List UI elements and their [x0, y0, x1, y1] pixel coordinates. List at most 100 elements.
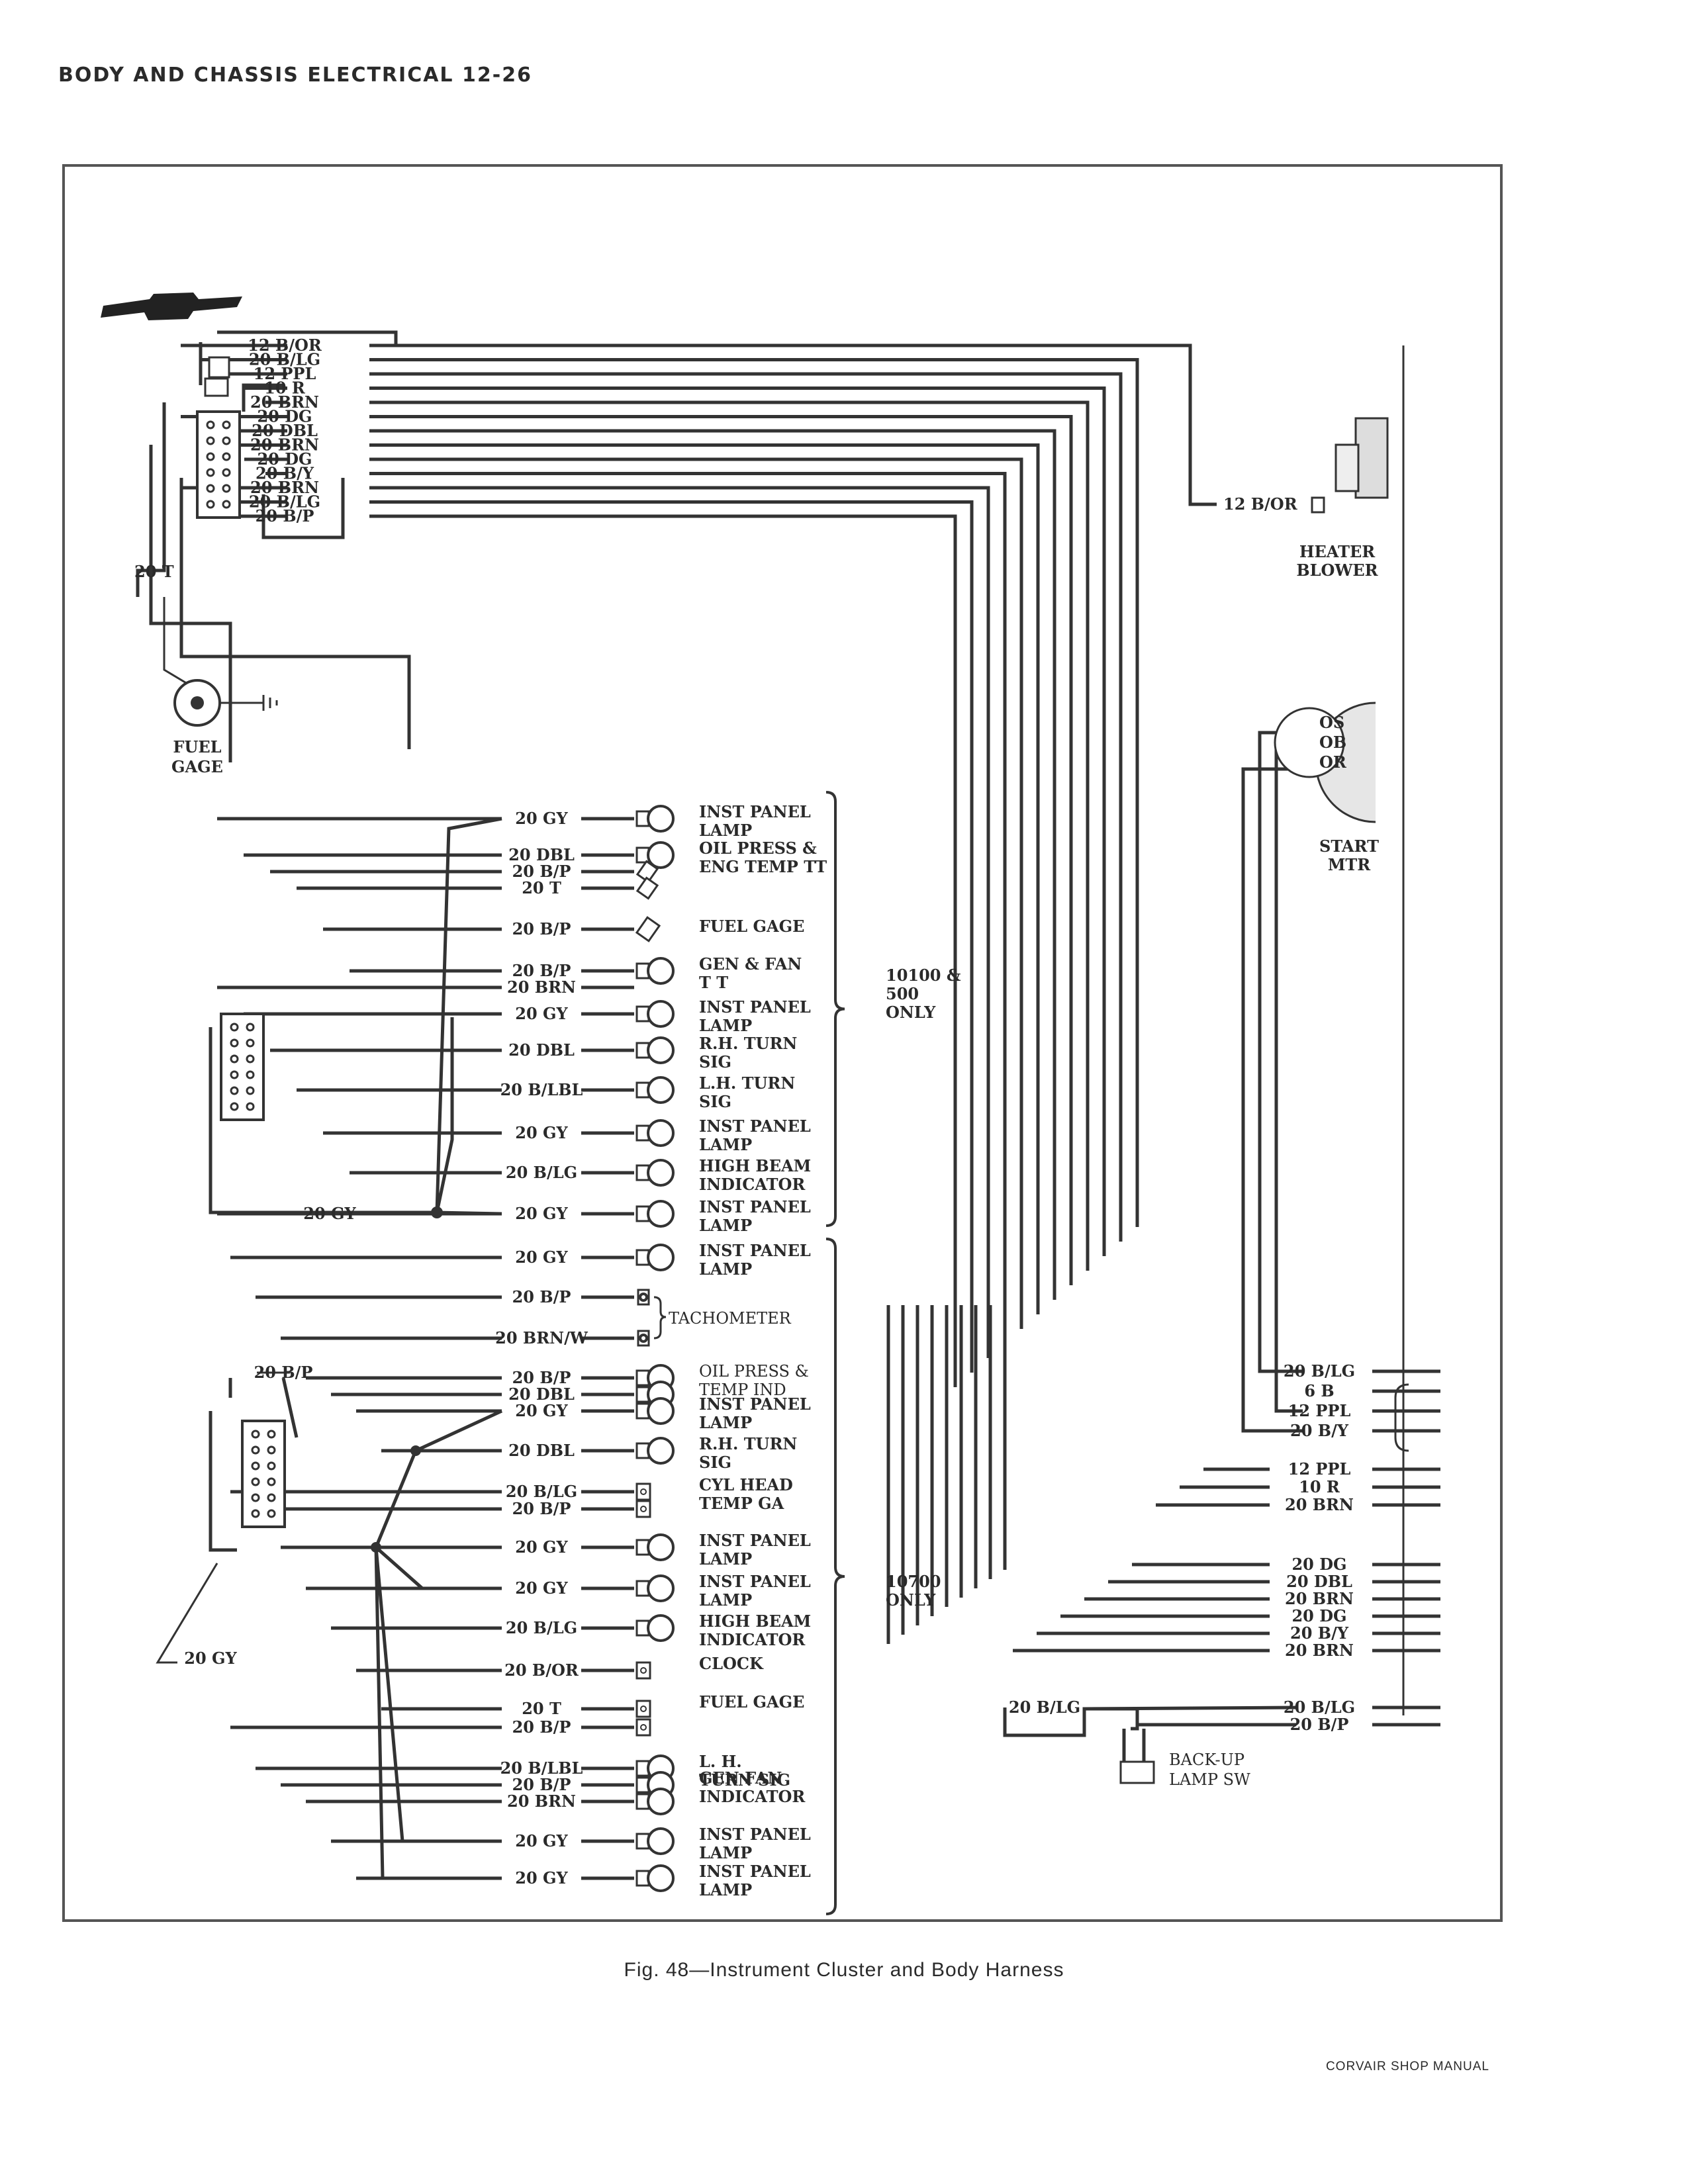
clusterA-connector	[220, 1013, 265, 1121]
clusterA-connector-pin	[230, 1070, 239, 1079]
clusterB-connector-pin	[267, 1445, 276, 1455]
clusterB-wire-label-7: 20 B/LG	[506, 1482, 577, 1501]
clusterA-connector-pin	[230, 1086, 239, 1095]
figure-caption: Fig. 48—Instrument Cluster and Body Harn…	[624, 1959, 1064, 1981]
backup-lamp-switch-icon	[1119, 1760, 1155, 1784]
top-cluster-connector-pin	[222, 468, 231, 477]
clusterB-part-11-1: INDICATOR	[699, 1630, 806, 1649]
right-wire-label-8: 20 DBL	[1286, 1572, 1352, 1591]
clusterB-terminal-pin-12	[640, 1667, 647, 1674]
clusterB-connector-pin	[267, 1509, 276, 1518]
clusterA-connector-pin	[230, 1102, 239, 1111]
clusterB-wire-label-14: 20 B/P	[512, 1717, 571, 1737]
clusterA-bulb-0	[647, 805, 675, 833]
clusterA-connector-pin	[230, 1054, 239, 1064]
heater-blower-label-line-0: HEATER	[1299, 542, 1376, 561]
clusterB-splice-a	[410, 1445, 421, 1456]
clusterB-part-5-0: INST PANEL	[699, 1394, 811, 1414]
clusterA-connector-pin	[246, 1086, 255, 1095]
top-loop-b	[149, 445, 232, 762]
clusterB-connector-pin	[267, 1461, 276, 1471]
clusterA-ground-bus-b	[435, 1210, 502, 1216]
clusterB-part-15-1: TURN SIG	[699, 1770, 790, 1790]
clusterB-link-a	[228, 1377, 299, 1438]
clusterA-wire-label-4: 20 B/P	[512, 919, 571, 938]
clusterB-part-9-0: INST PANEL	[699, 1531, 811, 1550]
clusterB-part-16-1: INDICATOR	[699, 1787, 806, 1806]
top-loop-c	[179, 478, 411, 749]
top-cluster-connector-pin	[206, 452, 215, 461]
clusterB-bulb-5	[647, 1397, 675, 1425]
clusterB-part-3-1: TEMP IND	[699, 1381, 786, 1399]
clusterA-connector-pin	[246, 1070, 255, 1079]
top-cluster-connector-pin	[206, 500, 215, 509]
right-wire-label-9: 20 BRN	[1285, 1589, 1354, 1608]
top-wire-label-11: 20 B/LG	[249, 492, 320, 512]
backup-switch-leads	[1122, 1729, 1146, 1762]
clusterB-wire-label-19: 20 GY	[515, 1868, 568, 1888]
heater-feed-wire	[369, 343, 1217, 506]
clusterB-connector-pin	[251, 1477, 260, 1486]
clusterB-part-15-0: L. H.	[699, 1752, 742, 1771]
clusterA-part-8-line-1: SIG	[699, 1052, 731, 1071]
top-wire-label-5: 20 DG	[257, 407, 312, 426]
clusterA-bulb-5	[647, 957, 675, 985]
clusterA-connector-pin	[230, 1023, 239, 1032]
clusterB-wire-label-11: 20 B/LG	[506, 1618, 577, 1637]
clusterB-left-label-bp: 20 B/P	[254, 1363, 313, 1382]
clusterA-bulb-1	[647, 841, 675, 869]
clusterA-wire-label-11: 20 B/LG	[506, 1163, 577, 1182]
clusterB-connector-pin	[251, 1509, 260, 1518]
clusterB-wire-label-13: 20 T	[522, 1699, 561, 1718]
clusterB-ground-taps	[374, 1409, 503, 1880]
clusterA-part-11-line-1: INDICATOR	[699, 1175, 806, 1194]
clusterB-part-10-0: INST PANEL	[699, 1572, 811, 1591]
clusterA-bulb-12	[647, 1200, 675, 1228]
clusterB-part-0-1: LAMP	[699, 1259, 752, 1279]
right-wire-label-7: 20 DG	[1291, 1555, 1346, 1574]
clusterB-bulb-19	[647, 1864, 675, 1892]
clusterB-part-18-0: INST PANEL	[699, 1825, 811, 1844]
clusterB-part-19-1: LAMP	[699, 1880, 752, 1899]
clusterB-connector-pin	[267, 1430, 276, 1439]
clusterA-part-1-line-0: OIL PRESS &	[699, 839, 817, 858]
clusterB-wire-label-17: 20 BRN	[507, 1792, 576, 1811]
clusterA-brace-label-line-1: 500	[886, 984, 919, 1003]
top-wire-label-10: 20 BRN	[250, 478, 319, 497]
clusterB-bulb-0	[647, 1244, 675, 1271]
clusterB-connector-pin	[251, 1430, 260, 1439]
clusterB-part-13-0: FUEL GAGE	[699, 1692, 804, 1711]
clusterB-left-label-gy: 20 GY	[184, 1649, 237, 1668]
clusterB-part-11-0: HIGH BEAM	[699, 1612, 811, 1631]
clusterA-part-11-line-0: HIGH BEAM	[699, 1156, 811, 1175]
backup-wire-label: 20 B/LG	[1009, 1698, 1080, 1717]
clusterB-brace-label-line-0: 10700	[886, 1572, 941, 1591]
clusterB-tach-terminal-2-pin	[639, 1334, 648, 1343]
clusterB-terminal-pin-13	[640, 1706, 647, 1712]
starter-terminal-B: OB	[1319, 733, 1346, 752]
clusterB-part-18-1: LAMP	[699, 1843, 752, 1862]
clusterB-connector-pin	[267, 1493, 276, 1502]
heater-blower-motor-icon	[1354, 417, 1389, 499]
top-wire-label-2: 12 PPL	[254, 364, 316, 383]
clusterA-bulb-8	[647, 1036, 675, 1064]
clusterA-part-7-line-1: LAMP	[699, 1016, 752, 1035]
clusterA-part-1-line-1: ENG TEMP TT	[699, 857, 827, 876]
starter-label-line-0: START	[1319, 837, 1379, 856]
clusterA-ground-bus	[209, 1027, 436, 1214]
top-cluster-connector-pin	[206, 468, 215, 477]
clusterA-connector-pin	[246, 1102, 255, 1111]
top-wire-right-10	[369, 486, 990, 1358]
clusterA-part-9-line-1: SIG	[699, 1092, 731, 1111]
starter-label-line-1: MTR	[1328, 855, 1371, 874]
clusterA-bulb-7	[647, 1000, 675, 1028]
clusterA-part-5-line-0: GEN & FAN	[699, 954, 802, 974]
clusterA-splice	[431, 1206, 443, 1218]
fuel-gage-center	[191, 696, 204, 709]
page-header: BODY AND CHASSIS ELECTRICAL 12-26	[58, 64, 532, 87]
right-wire-label-11: 20 B/Y	[1290, 1623, 1349, 1643]
top-wire-label-9: 20 B/Y	[256, 464, 314, 483]
clusterA-part-9-line-0: L.H. TURN	[699, 1073, 795, 1093]
